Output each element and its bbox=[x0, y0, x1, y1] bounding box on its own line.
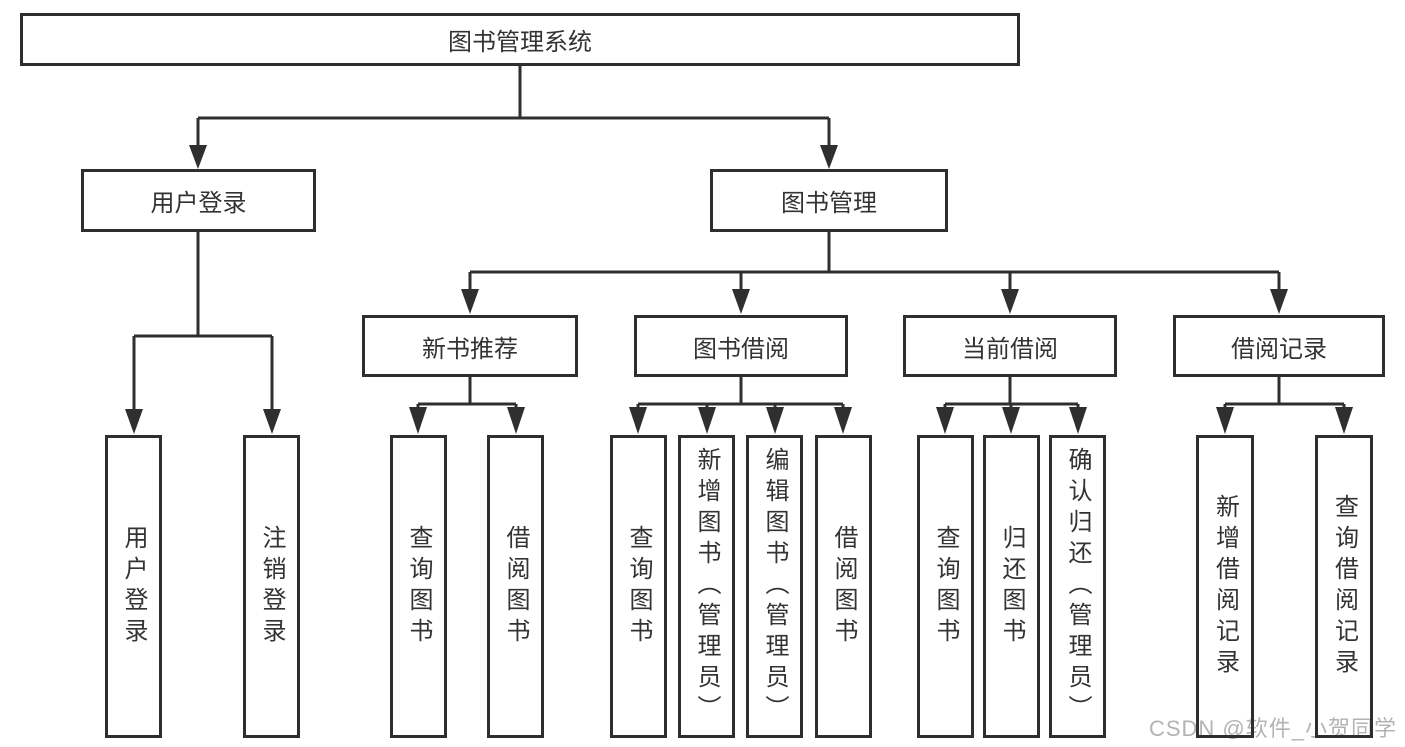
node-leaf-query-borrow-record-label: 查询借阅记录 bbox=[1330, 493, 1358, 680]
node-leaf-confirm-return-admin: 确认归还（管理员） bbox=[1049, 435, 1106, 738]
arrowhead-down bbox=[629, 407, 647, 434]
node-leaf-borrow-books-2: 借阅图书 bbox=[815, 435, 872, 738]
node-leaf-query-books-3-label: 查询图书 bbox=[932, 524, 959, 649]
connector-book-borrow-to-leaves bbox=[629, 377, 852, 434]
node-root-label: 图书管理系统 bbox=[448, 29, 592, 56]
arrowhead-down bbox=[1002, 407, 1020, 434]
node-root: 图书管理系统 bbox=[20, 13, 1020, 66]
arrowhead-down bbox=[1216, 407, 1234, 434]
node-current-borrow: 当前借阅 bbox=[903, 315, 1117, 377]
node-leaf-user-login: 用户登录 bbox=[105, 435, 162, 738]
connector-current-borrow-to-leaves bbox=[936, 377, 1087, 434]
connector-root-to-level2 bbox=[189, 66, 838, 169]
node-leaf-query-books-1-label: 查询图书 bbox=[405, 524, 432, 649]
node-leaf-add-books-admin-label: 新增图书（管理员） bbox=[693, 447, 720, 726]
node-leaf-edit-books-admin: 编辑图书（管理员） bbox=[746, 435, 803, 738]
arrowhead-down bbox=[936, 407, 954, 434]
arrowhead-down bbox=[820, 145, 838, 169]
arrowhead-down bbox=[409, 407, 427, 434]
arrowhead-down bbox=[698, 407, 716, 434]
arrowhead-down bbox=[1270, 289, 1288, 314]
connector-user-login-to-leaves bbox=[125, 232, 281, 434]
connector-new-book-rec-to-leaves bbox=[409, 377, 525, 434]
arrowhead-down bbox=[263, 409, 281, 434]
node-user-login: 用户登录 bbox=[81, 169, 316, 232]
node-leaf-borrow-books-1: 借阅图书 bbox=[487, 435, 544, 738]
node-user-login-label: 用户登录 bbox=[150, 190, 247, 217]
node-book-borrow: 图书借阅 bbox=[634, 315, 848, 377]
node-book-mgmt-label: 图书管理 bbox=[781, 190, 877, 217]
node-leaf-query-books-1: 查询图书 bbox=[390, 435, 447, 738]
node-new-book-rec: 新书推荐 bbox=[362, 315, 578, 377]
node-leaf-query-books-3: 查询图书 bbox=[917, 435, 974, 738]
node-leaf-add-books-admin: 新增图书（管理员） bbox=[678, 435, 735, 738]
arrowhead-down bbox=[507, 407, 525, 434]
node-leaf-add-borrow-record-label: 新增借阅记录 bbox=[1211, 493, 1239, 680]
node-leaf-logout-label: 注销登录 bbox=[258, 524, 285, 649]
arrowhead-down bbox=[189, 145, 207, 169]
node-leaf-borrow-books-1-label: 借阅图书 bbox=[502, 524, 529, 649]
arrowhead-down bbox=[1069, 407, 1087, 434]
node-leaf-edit-books-admin-label: 编辑图书（管理员） bbox=[761, 447, 788, 726]
arrowhead-down bbox=[1335, 407, 1353, 434]
connector-book-mgmt-to-level3 bbox=[461, 232, 1288, 314]
node-borrow-records: 借阅记录 bbox=[1173, 315, 1385, 377]
node-current-borrow-label: 当前借阅 bbox=[962, 335, 1058, 363]
connector-borrow-records-to-leaves bbox=[1216, 377, 1353, 434]
node-leaf-logout: 注销登录 bbox=[243, 435, 300, 738]
arrowhead-down bbox=[732, 289, 750, 314]
node-leaf-confirm-return-admin-label: 确认归还（管理员） bbox=[1064, 447, 1091, 726]
node-leaf-return-books: 归还图书 bbox=[983, 435, 1040, 738]
node-leaf-borrow-books-2-label: 借阅图书 bbox=[830, 524, 857, 649]
arrowhead-down bbox=[766, 407, 784, 434]
node-borrow-records-label: 借阅记录 bbox=[1231, 335, 1327, 363]
arrowhead-down bbox=[461, 289, 479, 314]
node-book-borrow-label: 图书借阅 bbox=[693, 335, 789, 363]
node-leaf-user-login-label: 用户登录 bbox=[120, 524, 147, 649]
watermark: CSDN @软件_小贺同学 bbox=[1148, 716, 1397, 741]
node-leaf-query-books-2: 查询图书 bbox=[610, 435, 667, 738]
node-book-mgmt: 图书管理 bbox=[710, 169, 948, 232]
node-new-book-rec-label: 新书推荐 bbox=[422, 335, 518, 363]
node-leaf-query-borrow-record: 查询借阅记录 bbox=[1315, 435, 1373, 738]
node-leaf-query-books-2-label: 查询图书 bbox=[625, 524, 652, 649]
node-leaf-return-books-label: 归还图书 bbox=[998, 524, 1025, 649]
arrowhead-down bbox=[1001, 289, 1019, 314]
arrowhead-down bbox=[125, 409, 143, 434]
arrowhead-down bbox=[834, 407, 852, 434]
node-leaf-add-borrow-record: 新增借阅记录 bbox=[1196, 435, 1254, 738]
